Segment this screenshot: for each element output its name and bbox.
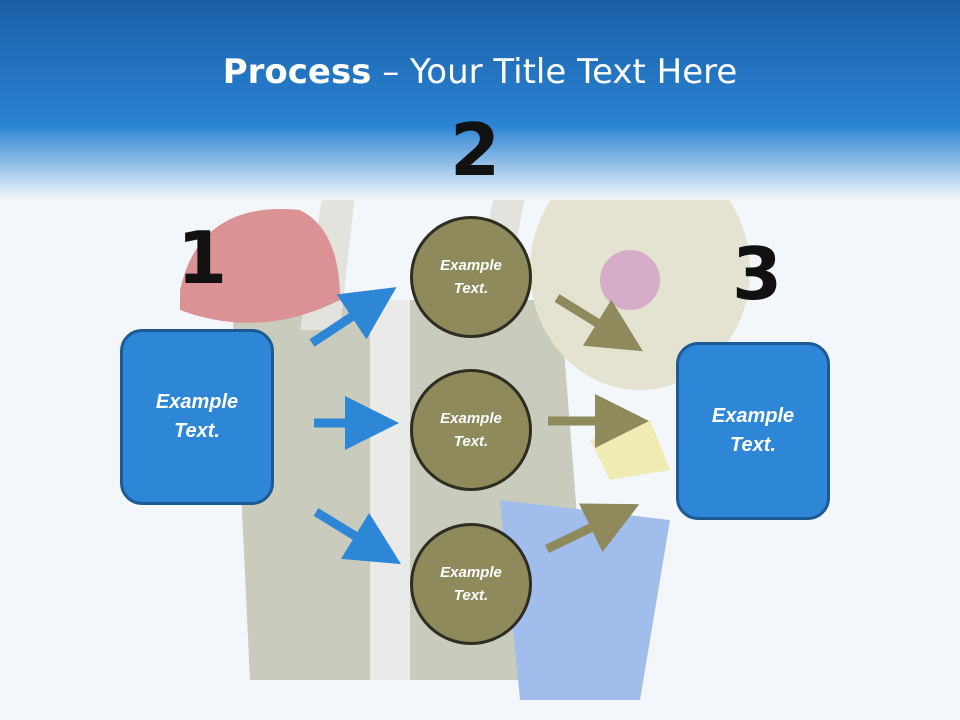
basket-stripe [370,300,410,680]
box-text-line1: Example [711,405,795,427]
circle-text-line1: Example [440,410,502,427]
step-number-1: 1 [177,216,228,300]
circle-text-line2: Text. [453,280,489,297]
box-text-line2: Text. [174,420,220,442]
page-title: Process – Your Title Text Here [0,52,960,92]
arrow-olive-up [545,503,640,554]
circle-text-line2: Text. [453,433,489,450]
hat-flower [600,250,660,310]
box-text-line1: Example [155,391,239,413]
arrow-olive-down [554,294,643,352]
step-number-3: 3 [732,232,783,316]
title-bold: Process [222,52,372,92]
step-number-2: 2 [450,108,501,192]
circle-text-line1: Example [440,564,502,581]
circle-text-line1: Example [440,257,502,274]
circle-text-line2: Text. [453,587,489,604]
box-text-line2: Text. [730,434,776,456]
arrow-blue-up [309,287,397,347]
title-banner [0,0,960,200]
title-rest: – Your Title Text Here [371,52,738,92]
towel [180,209,340,323]
arrow-blue-down [313,508,402,565]
